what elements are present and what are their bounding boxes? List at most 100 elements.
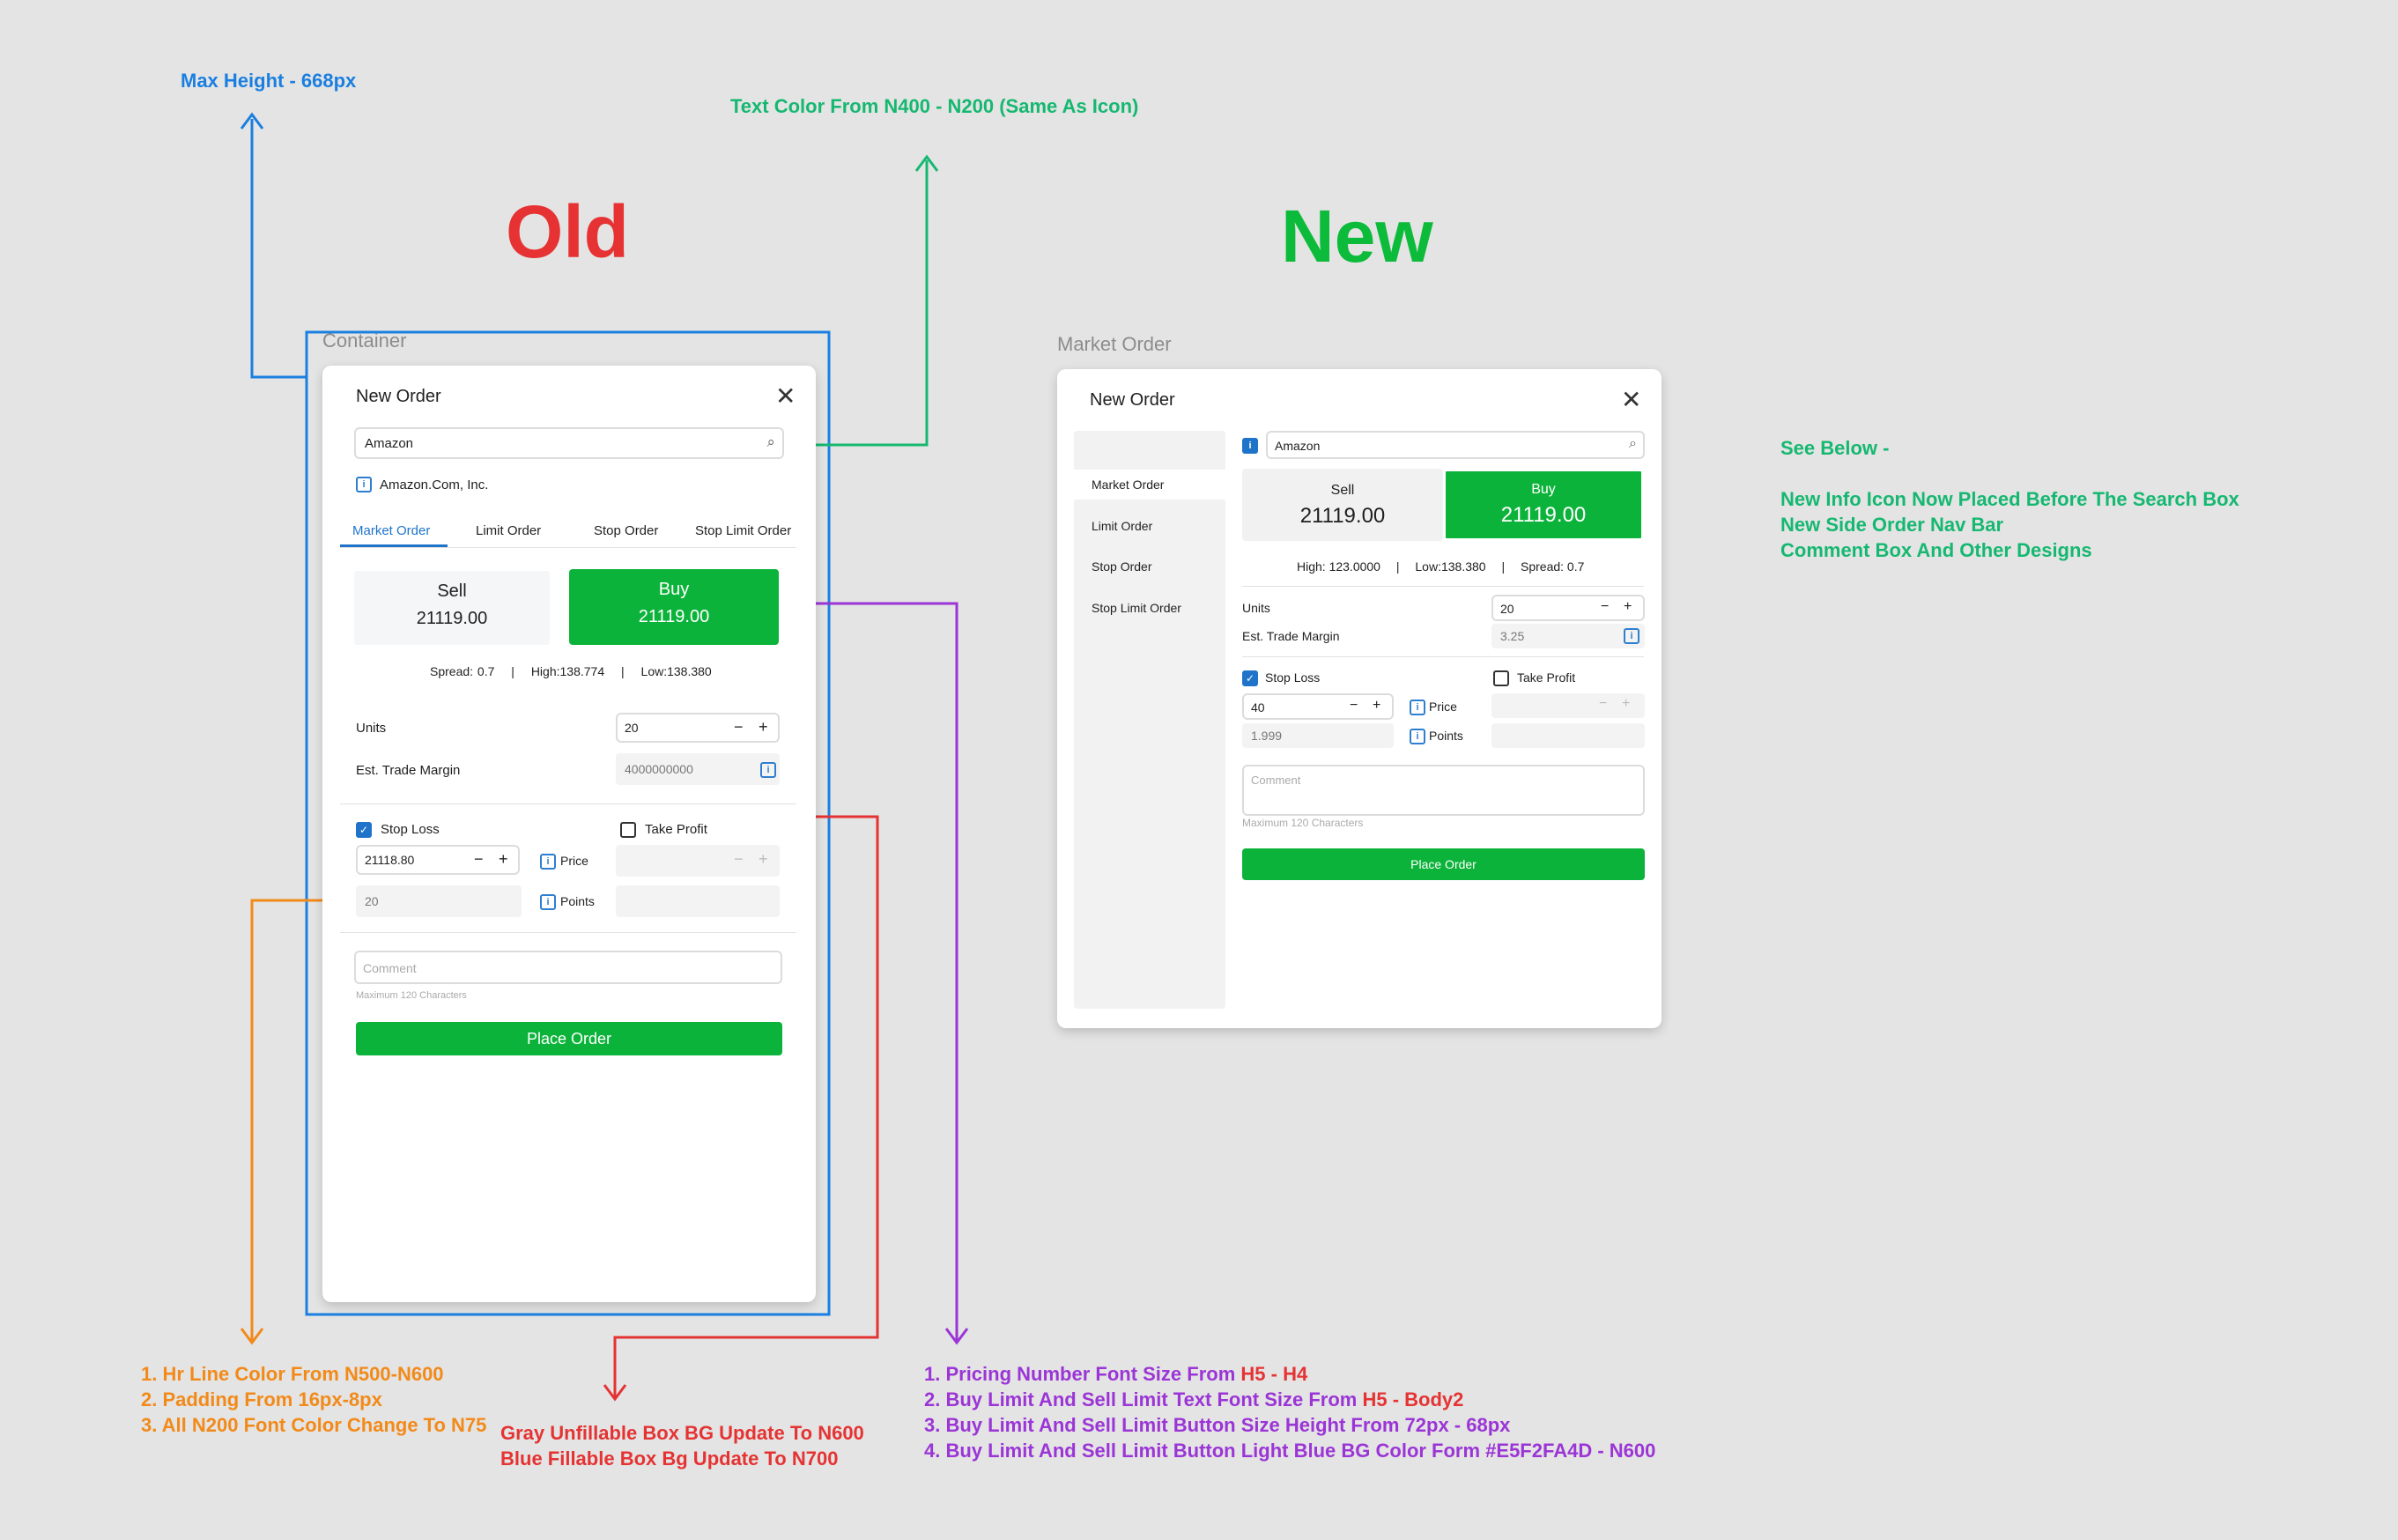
close-icon[interactable]: ✕ <box>1621 386 1642 413</box>
side-order-nav: Market Order Limit Order Stop Order Stop… <box>1074 431 1225 1009</box>
buy-button[interactable]: Buy 21119.00 <box>569 569 779 645</box>
sell-button[interactable]: Sell 21119.00 <box>354 571 550 645</box>
stop-loss-checkbox[interactable]: ✓ <box>356 822 372 838</box>
orange-notes: 1. Hr Line Color From N500-N600 2. Paddi… <box>141 1361 486 1438</box>
points-label: Points <box>560 894 595 908</box>
section-divider <box>340 932 796 933</box>
tab-market-order[interactable]: Market Order <box>352 523 431 538</box>
nav-item-stop-order[interactable]: Stop Order <box>1092 559 1152 574</box>
units-label: Units <box>1242 601 1270 615</box>
orange-note: 2. Padding From 16px-8px <box>141 1388 382 1410</box>
minus-icon[interactable]: − <box>1601 599 1610 614</box>
place-order-button[interactable]: Place Order <box>1242 848 1645 880</box>
section-divider <box>340 803 796 804</box>
see-below-line: Comment Box And Other Designs <box>1780 539 2092 561</box>
comment-hint: Maximum 120 Characters <box>1242 817 1364 829</box>
info-icon[interactable]: i <box>540 894 556 910</box>
plus-icon[interactable]: + <box>499 850 508 868</box>
minus-icon: − <box>1599 696 1608 711</box>
tab-stop-limit-order[interactable]: Stop Limit Order <box>695 523 792 538</box>
info-icon[interactable]: i <box>760 762 776 778</box>
red-note: Blue Fillable Box Bg Update To N700 <box>500 1447 839 1470</box>
nav-item-stop-limit-order[interactable]: Stop Limit Order <box>1092 601 1181 615</box>
red-notes: Gray Unfillable Box BG Update To N600 Bl… <box>500 1420 864 1471</box>
nav-item-limit-order[interactable]: Limit Order <box>1092 519 1153 533</box>
low-stat: Low:138.380 <box>640 664 712 678</box>
purple-note: 2. Buy Limit And Sell Limit Text Font Si… <box>924 1388 1464 1410</box>
see-below-line <box>1780 461 2239 486</box>
take-profit-points-field <box>1491 723 1645 748</box>
search-input[interactable]: Amazon ⌕ <box>1266 431 1645 459</box>
see-below-line: New Side Order Nav Bar <box>1780 514 2004 536</box>
new-order-panel: New Order ✕ Market Order Limit Order Sto… <box>1057 369 1662 1028</box>
market-stats: Spread: 0.7 | High:138.774 | Low:138.380 <box>430 664 712 678</box>
low-stat: Low:138.380 <box>1415 559 1486 574</box>
units-stepper[interactable]: 20 − + <box>616 713 780 743</box>
stats-separator: | <box>621 664 625 678</box>
nav-item-market-order[interactable]: Market Order <box>1074 470 1225 500</box>
tab-stop-order[interactable]: Stop Order <box>594 523 659 538</box>
max-height-note: Max Height - 668px <box>181 70 357 92</box>
tab-limit-order[interactable]: Limit Order <box>476 523 542 538</box>
minus-icon[interactable]: − <box>1350 698 1358 713</box>
take-profit-price-field: − + <box>1491 693 1645 718</box>
take-profit-checkbox[interactable] <box>1493 670 1509 686</box>
minus-icon[interactable]: − <box>734 718 744 736</box>
market-stats: High: 123.0000 | Low:138.380 | Spread: 0… <box>1297 559 1584 574</box>
buy-button[interactable]: Buy 21119.00 <box>1443 469 1644 541</box>
stop-loss-checkbox[interactable]: ✓ <box>1242 670 1258 686</box>
info-icon[interactable]: i <box>356 477 372 492</box>
comment-hint: Maximum 120 Characters <box>356 990 467 1001</box>
stop-loss-price-stepper[interactable]: 40 − + <box>1242 693 1394 720</box>
take-profit-checkbox[interactable] <box>620 822 636 838</box>
old-heading: Old <box>506 190 629 273</box>
stats-separator: | <box>1395 559 1400 574</box>
sell-button[interactable]: Sell 21119.00 <box>1242 469 1443 541</box>
stop-loss-price-stepper[interactable]: 21118.80 − + <box>356 845 520 875</box>
info-icon[interactable]: i <box>1410 729 1425 744</box>
price-label: Price <box>1429 700 1457 714</box>
search-input[interactable]: Amazon ⌕ <box>354 427 784 459</box>
stop-loss-points-field: 1.999 <box>1242 723 1394 748</box>
plus-icon[interactable]: + <box>1624 599 1632 614</box>
purple-note: 4. Buy Limit And Sell Limit Button Light… <box>924 1440 1656 1462</box>
orange-note: 3. All N200 Font Color Change To N75 <box>141 1414 487 1436</box>
text-color-note: Text Color From N400 - N200 (Same As Ico… <box>730 95 1139 117</box>
see-below-line: New Info Icon Now Placed Before The Sear… <box>1780 488 2239 510</box>
buy-price: 21119.00 <box>1500 503 1587 527</box>
search-icon[interactable]: ⌕ <box>1629 436 1637 451</box>
stats-separator: | <box>511 664 514 678</box>
orange-note: 1. Hr Line Color From N500-N600 <box>141 1363 444 1385</box>
sell-label: Sell <box>1330 483 1355 498</box>
close-icon[interactable]: ✕ <box>775 382 796 410</box>
purple-notes: 1. Pricing Number Font Size From H5 - H4… <box>924 1361 1655 1463</box>
take-profit-label: Take Profit <box>1517 670 1576 685</box>
minus-icon[interactable]: − <box>474 850 484 868</box>
tabs-divider <box>340 547 796 548</box>
minus-icon: − <box>734 850 744 868</box>
info-icon[interactable]: i <box>540 854 556 870</box>
price-label: Price <box>560 854 588 868</box>
info-icon[interactable]: i <box>1624 628 1639 644</box>
points-label: Points <box>1429 729 1463 743</box>
instrument-name: Amazon.Com, Inc. <box>380 478 489 492</box>
comment-input[interactable]: Comment <box>354 951 782 984</box>
search-icon[interactable]: ⌕ <box>766 433 775 450</box>
plus-icon[interactable]: + <box>1373 698 1381 713</box>
stop-loss-label: Stop Loss <box>1265 670 1321 685</box>
plus-icon[interactable]: + <box>759 718 768 736</box>
sell-price: 21119.00 <box>1299 504 1386 528</box>
take-profit-label: Take Profit <box>645 822 707 837</box>
take-profit-price-field: − + <box>616 845 780 877</box>
purple-note: 3. Buy Limit And Sell Limit Button Size … <box>924 1414 1511 1436</box>
margin-field: 4000000000 i <box>616 753 780 785</box>
place-order-button[interactable]: Place Order <box>356 1022 782 1055</box>
units-stepper[interactable]: 20 − + <box>1491 595 1645 621</box>
buy-label: Buy <box>1531 482 1556 497</box>
units-label: Units <box>356 721 387 736</box>
margin-field: 3.25 i <box>1491 624 1645 648</box>
info-icon[interactable]: i <box>1410 700 1425 715</box>
info-icon[interactable]: i <box>1242 438 1258 454</box>
comment-input[interactable]: Comment <box>1242 765 1645 816</box>
panel-title: New Order <box>1090 390 1175 410</box>
